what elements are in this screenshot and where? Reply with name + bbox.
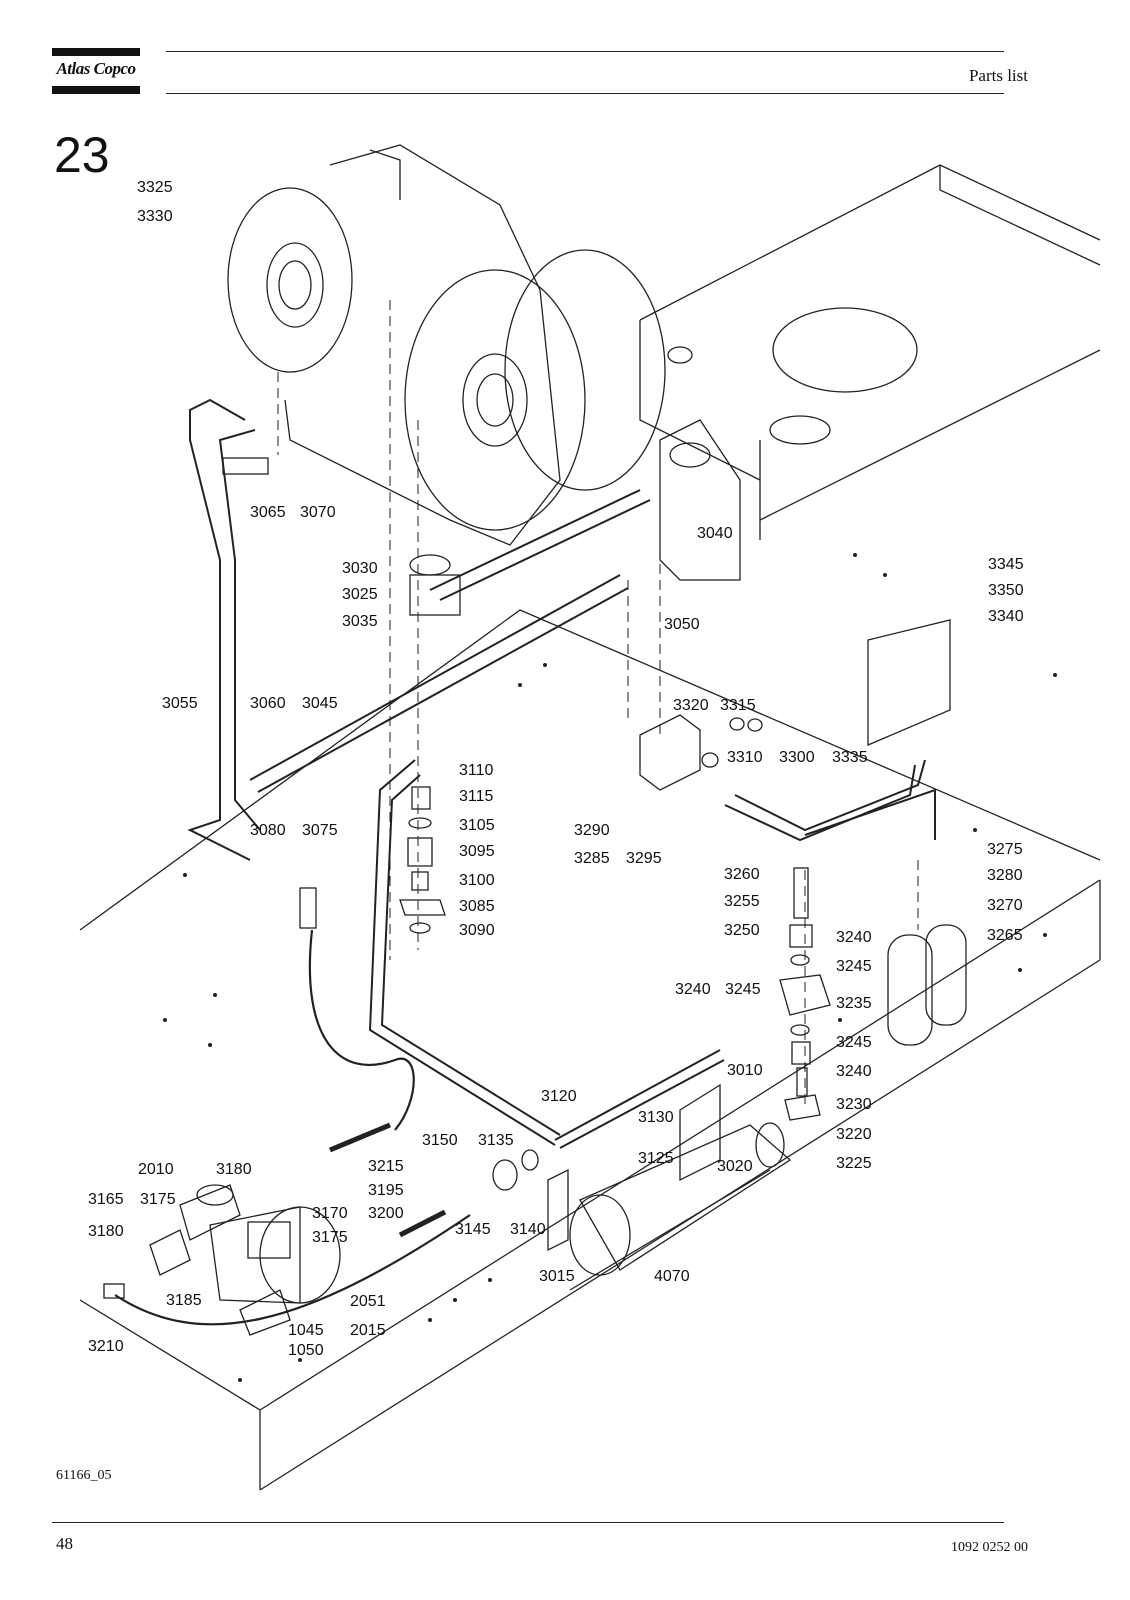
part-callout-1050: 1050	[288, 1342, 324, 1359]
part-callout-3275: 3275	[987, 841, 1023, 858]
part-callout-3045: 3045	[302, 695, 338, 712]
part-callout-3260: 3260	[724, 866, 760, 883]
part-callout-3280: 3280	[987, 867, 1023, 884]
part-callout-3110: 3110	[459, 762, 494, 779]
footer-rule	[52, 1522, 1004, 1523]
part-callout-3195: 3195	[368, 1182, 404, 1199]
part-callout-3170: 3170	[312, 1205, 348, 1222]
part-callout-3105: 3105	[459, 817, 495, 834]
part-callout-3060: 3060	[250, 695, 286, 712]
diagram-linework	[79, 144, 1101, 1491]
part-callout-3340: 3340	[988, 608, 1024, 625]
part-callout-2015: 2015	[350, 1322, 386, 1339]
part-callout-3175: 3175	[140, 1191, 176, 1208]
part-callout-3335: 3335	[832, 749, 868, 766]
part-callout-3255: 3255	[724, 893, 760, 910]
part-callout-3175: 3175	[312, 1229, 348, 1246]
part-callout-3145: 3145	[455, 1221, 491, 1238]
part-callout-3295: 3295	[626, 850, 662, 867]
part-callout-3180: 3180	[88, 1223, 124, 1240]
part-callout-3185: 3185	[166, 1292, 202, 1309]
logo-text: Atlas Copco	[56, 59, 136, 78]
part-callout-3015: 3015	[539, 1268, 575, 1285]
part-callout-3180: 3180	[216, 1161, 252, 1178]
logo-bar-top	[52, 48, 140, 56]
part-callout-3230: 3230	[836, 1096, 872, 1113]
part-callout-3235: 3235	[836, 995, 872, 1012]
part-callout-3240: 3240	[836, 929, 872, 946]
part-callout-3330: 3330	[137, 208, 173, 225]
part-callout-3240: 3240	[836, 1063, 872, 1080]
part-callout-2010: 2010	[138, 1161, 174, 1178]
page-number: 48	[56, 1534, 73, 1553]
part-callout-3220: 3220	[836, 1126, 872, 1143]
part-callout-3075: 3075	[302, 822, 338, 839]
part-callout-3210: 3210	[88, 1338, 124, 1355]
part-callout-3025: 3025	[342, 586, 378, 603]
part-callout-3285: 3285	[574, 850, 610, 867]
part-callout-3350: 3350	[988, 582, 1024, 599]
part-callout-3140: 3140	[510, 1221, 546, 1238]
part-callout-2051: 2051	[350, 1293, 386, 1310]
part-callout-3300: 3300	[779, 749, 815, 766]
part-callout-3245: 3245	[725, 981, 761, 998]
section-number: 23	[54, 127, 110, 183]
part-callout-3030: 3030	[342, 560, 378, 577]
part-callout-3120: 3120	[541, 1088, 577, 1105]
part-callout-3100: 3100	[459, 872, 495, 889]
part-callout-3310: 3310	[727, 749, 763, 766]
part-callout-3290: 3290	[574, 822, 610, 839]
part-callout-3035: 3035	[342, 613, 378, 630]
part-callout-3240: 3240	[675, 981, 711, 998]
part-callout-3270: 3270	[987, 897, 1023, 914]
part-callout-3080: 3080	[250, 822, 286, 839]
part-callout-3245: 3245	[836, 958, 872, 975]
part-callout-3115: 3115	[459, 788, 494, 805]
page-header-title: Parts list	[968, 66, 1028, 85]
part-callout-3090: 3090	[459, 922, 495, 939]
part-callout-3320: 3320	[673, 697, 709, 714]
callout-layer: 3325 3330 3065 3070 3030 3025 3035 3040 3050 3345…	[88, 179, 1024, 1359]
part-callout-3070: 3070	[300, 504, 336, 521]
part-callout-3040: 3040	[697, 525, 733, 542]
part-callout-3055: 3055	[162, 695, 198, 712]
part-callout-3325: 3325	[137, 179, 173, 196]
part-callout-3165: 3165	[88, 1191, 124, 1208]
part-callout-3095: 3095	[459, 843, 495, 860]
header-rule-bottom	[166, 93, 1004, 94]
part-callout-3125: 3125	[638, 1150, 674, 1167]
part-callout-3250: 3250	[724, 922, 760, 939]
part-callout-3200: 3200	[368, 1205, 404, 1222]
logo-bar-bottom	[52, 86, 140, 94]
part-callout-3345: 3345	[988, 556, 1024, 573]
figure-code: 61166_05	[56, 1468, 112, 1483]
part-callout-3020: 3020	[717, 1158, 753, 1175]
part-callout-3315: 3315	[720, 697, 756, 714]
part-callout-1045: 1045	[288, 1322, 324, 1339]
part-callout-3135: 3135	[478, 1132, 514, 1149]
part-callout-3225: 3225	[836, 1155, 872, 1172]
part-callout-3085: 3085	[459, 898, 495, 915]
part-callout-3130: 3130	[638, 1109, 674, 1126]
part-callout-3050: 3050	[664, 616, 700, 633]
part-callout-3150: 3150	[422, 1132, 458, 1149]
part-callout-3010: 3010	[727, 1062, 763, 1079]
part-callout-3245: 3245	[836, 1034, 872, 1051]
part-callout-3065: 3065	[250, 504, 286, 521]
part-callout-3215: 3215	[368, 1158, 404, 1175]
part-callout-3265: 3265	[987, 927, 1023, 944]
atlas-copco-logo: Atlas Copco	[52, 48, 140, 94]
part-callout-4070: 4070	[654, 1268, 690, 1285]
document-number: 1092 0252 00	[951, 1540, 1028, 1555]
header-rule-top	[166, 51, 1004, 52]
